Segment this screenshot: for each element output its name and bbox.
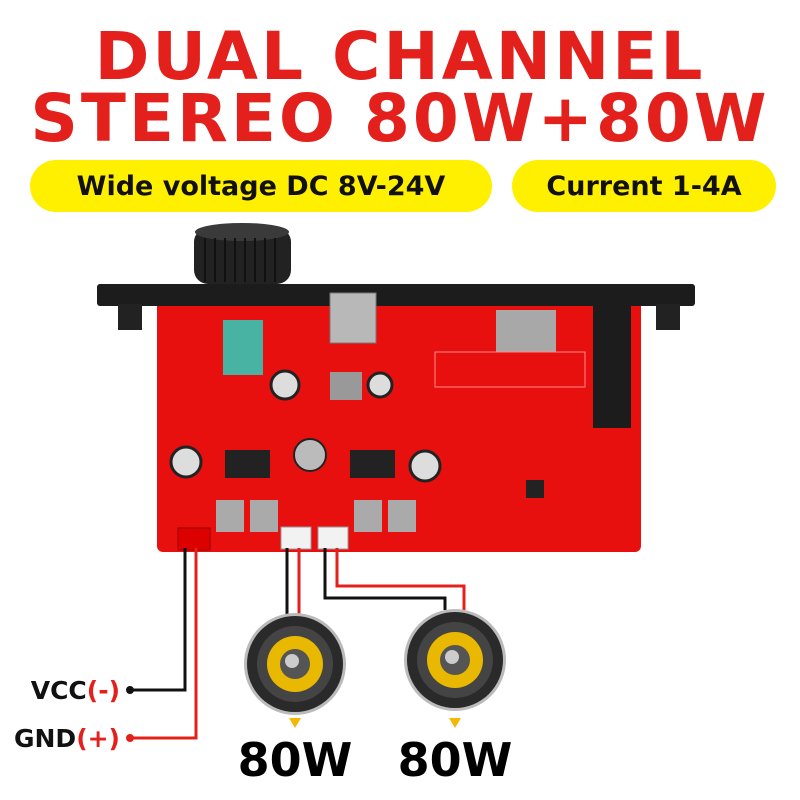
ir-receiver [223,320,263,375]
usb-port [329,292,377,344]
audio-jack [593,300,631,428]
led-display [434,351,586,388]
speaker-left-power: 80W [237,733,353,787]
current-badge: Current 1-4A [512,160,776,212]
pcb-board [157,300,641,552]
speaker-right-power: 80W [397,733,513,787]
speaker-icon [404,609,506,728]
sd-card-slot [496,310,556,352]
gnd-label: GND(+) [13,724,120,753]
gnd-wire [130,548,198,740]
front-panel-bezel [97,284,695,330]
power-connector[interactable] [177,527,211,551]
headline-line-2: STEREO 80W+80W [30,80,770,157]
vcc-label: VCC(-) [30,676,120,705]
volume-knob-icon [194,223,291,284]
vcc-wire [130,548,187,692]
headline-line-1: DUAL CHANNEL [94,18,706,95]
speaker-connector-left[interactable] [280,526,312,550]
voltage-badge: Wide voltage DC 8V-24V [30,160,492,212]
speaker-icon [244,613,346,728]
speaker-connector-right[interactable] [317,526,349,550]
